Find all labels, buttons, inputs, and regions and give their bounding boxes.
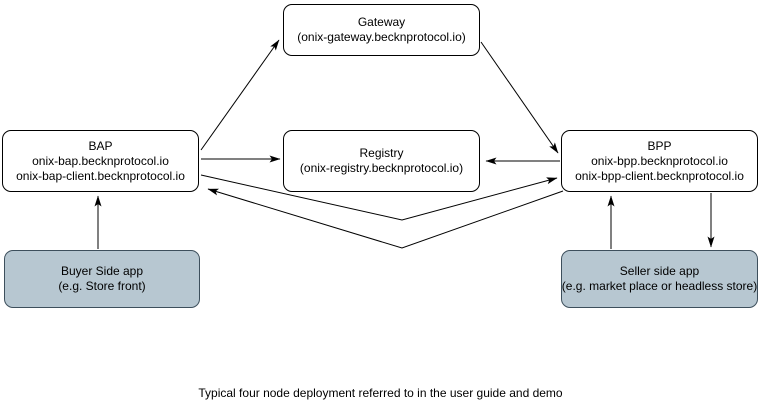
node-buyer-app: Buyer Side app (e.g. Store front) bbox=[4, 250, 200, 308]
diagram-caption: Typical four node deployment referred to… bbox=[198, 386, 563, 400]
edge-bap-to-gateway bbox=[200, 39, 280, 151]
bpp-url: onix-bpp.becknprotocol.io bbox=[591, 153, 728, 168]
node-seller-app: Seller side app (e.g. market place or he… bbox=[561, 250, 758, 308]
bap-client-url: onix-bap-client.becknprotocol.io bbox=[16, 168, 185, 183]
node-gateway: Gateway (onix-gateway.becknprotocol.io) bbox=[283, 4, 480, 56]
registry-subtitle: (onix-registry.becknprotocol.io) bbox=[299, 161, 464, 175]
gateway-subtitle: (onix-gateway.becknprotocol.io) bbox=[297, 30, 466, 44]
gateway-title: Gateway bbox=[357, 15, 406, 29]
edge-bap-to-bpp bbox=[200, 174, 558, 221]
seller-app-title: Seller side app bbox=[619, 264, 700, 278]
bap-title: BAP bbox=[88, 138, 113, 153]
node-bap: BAP onix-bap.becknprotocol.io onix-bap-c… bbox=[2, 130, 199, 192]
seller-app-subtitle: (e.g. market place or headless store) bbox=[561, 279, 758, 293]
registry-title: Registry bbox=[359, 146, 404, 160]
edge-bpp-to-bap bbox=[207, 188, 564, 249]
bpp-title: BPP bbox=[647, 138, 672, 153]
buyer-app-title: Buyer Side app bbox=[60, 264, 144, 278]
edge-gateway-to-bpp bbox=[480, 41, 559, 154]
bap-url: onix-bap.becknprotocol.io bbox=[32, 153, 169, 168]
bpp-client-url: onix-bpp-client.becknprotocol.io bbox=[575, 168, 744, 183]
node-bpp: BPP onix-bpp.becknprotocol.io onix-bpp-c… bbox=[561, 130, 758, 192]
buyer-app-subtitle: (e.g. Store front) bbox=[58, 279, 146, 293]
node-registry: Registry (onix-registry.becknprotocol.io… bbox=[283, 130, 480, 192]
